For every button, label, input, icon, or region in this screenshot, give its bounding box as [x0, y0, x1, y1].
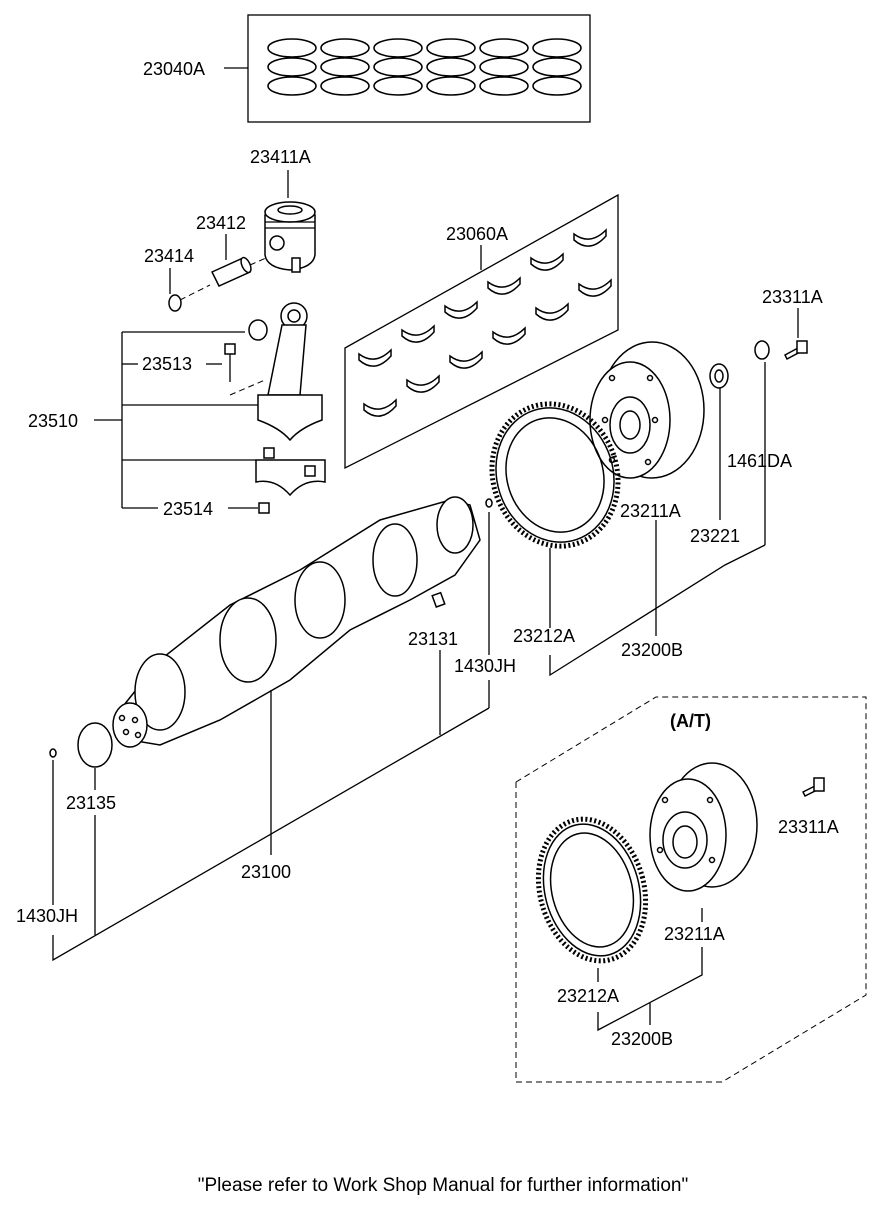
- piston-ring: [267, 57, 317, 77]
- bearing-shell: [573, 228, 607, 247]
- label-rings: 23040A: [143, 59, 205, 79]
- bearing-shell: [492, 326, 526, 345]
- label-ring-gear: 23212A: [513, 626, 575, 646]
- piston-ring: [320, 57, 370, 77]
- at-bolt[interactable]: [801, 777, 825, 798]
- at-drive-plate[interactable]: [649, 762, 758, 892]
- label-dowel-pin-top: 1430JH: [454, 656, 516, 676]
- piston-ring: [267, 76, 317, 96]
- bearing-shell: [363, 398, 397, 417]
- flywheel-bolt[interactable]: [784, 340, 808, 361]
- connecting-rod[interactable]: [248, 302, 323, 442]
- piston-ring: [426, 38, 476, 58]
- dowel-pin-top[interactable]: [485, 498, 493, 508]
- bearing-shell: [535, 302, 569, 321]
- piston-ring: [479, 38, 529, 58]
- piston-ring: [373, 38, 423, 58]
- bearing-shell: [444, 300, 478, 319]
- conrod-bolt[interactable]: [224, 343, 236, 382]
- label-crankshaft: 23100: [241, 862, 291, 882]
- label-piston: 23411A: [250, 147, 311, 167]
- flywheel[interactable]: [589, 341, 705, 479]
- piston-ring: [320, 38, 370, 58]
- piston-ring: [532, 76, 582, 96]
- crankshaft[interactable]: [112, 496, 481, 748]
- label-flywheel: 23211A: [620, 501, 681, 521]
- label-at-ring-gear: 23212A: [557, 986, 619, 1006]
- piston-pin[interactable]: [210, 256, 253, 287]
- piston-ring: [373, 76, 423, 96]
- conrod-nut[interactable]: [258, 502, 270, 514]
- piston-ring: [373, 57, 423, 77]
- connecting-rod-cap[interactable]: [255, 447, 326, 497]
- label-bolt: 23513: [142, 354, 192, 374]
- label-dowel-pin-bottom: 1430JH: [16, 906, 78, 926]
- piston-ring: [426, 57, 476, 77]
- label-flywheel-assy: 23200B: [621, 640, 683, 660]
- label-at-assy: 23200B: [611, 1029, 673, 1049]
- oil-seal[interactable]: [77, 722, 113, 768]
- bearing-shell: [449, 350, 483, 369]
- label-bearings: 23060A: [446, 224, 508, 244]
- ring-gear[interactable]: [474, 387, 636, 562]
- dowel-pin-bottom[interactable]: [49, 748, 57, 758]
- label-pin: 23412: [196, 213, 246, 233]
- piston-ring: [532, 57, 582, 77]
- bearing-shell: [358, 348, 392, 367]
- bearing-shell: [530, 252, 564, 271]
- label-snap-ring: 23414: [144, 246, 194, 266]
- bearing-shell: [406, 374, 440, 393]
- piston-ring: [479, 57, 529, 77]
- piston-ring-set[interactable]: [247, 14, 591, 123]
- label-at-drive-plate: 23211A: [664, 924, 725, 944]
- piston-ring: [532, 38, 582, 58]
- piston-ring: [267, 38, 317, 58]
- label-conrod-assy: 23510: [28, 411, 78, 431]
- at-ring-gear[interactable]: [523, 807, 661, 973]
- label-pilot-bearing: 23221: [690, 526, 740, 546]
- bearing-shell: [578, 278, 612, 297]
- bushing-ring[interactable]: [754, 340, 770, 360]
- pilot-bearing[interactable]: [709, 363, 729, 389]
- piston-ring: [426, 76, 476, 96]
- main-bearing-set[interactable]: [344, 193, 619, 470]
- label-at-title: (A/T): [670, 711, 711, 731]
- bearing-shell: [401, 324, 435, 343]
- label-key: 23131: [408, 629, 458, 649]
- snap-ring[interactable]: [168, 294, 182, 312]
- label-seal: 23135: [66, 793, 116, 813]
- label-at-bolt: 23311A: [778, 817, 839, 837]
- label-bushing: 1461DA: [727, 451, 792, 471]
- piston-ring: [479, 76, 529, 96]
- label-nut: 23514: [163, 499, 213, 519]
- label-flywheel-bolt: 23311A: [762, 287, 823, 307]
- footer-note: "Please refer to Work Shop Manual for fu…: [197, 1175, 689, 1196]
- crankshaft-key[interactable]: [431, 591, 446, 608]
- bearing-shell: [487, 276, 521, 295]
- at-section: (A/T) 23311A 23211A 23212A 23200B: [515, 696, 867, 1083]
- piston[interactable]: [264, 201, 316, 273]
- piston-ring: [320, 76, 370, 96]
